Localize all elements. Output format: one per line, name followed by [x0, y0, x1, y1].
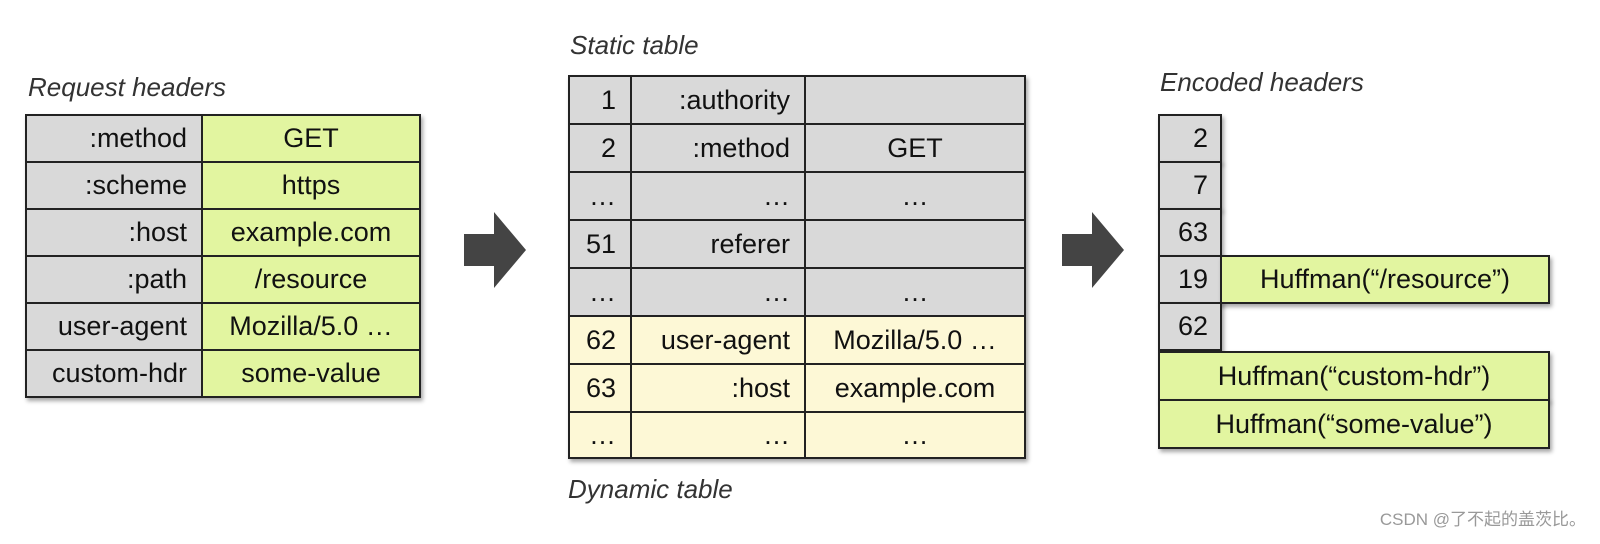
table-value: … [806, 413, 1024, 457]
table-index: 1 [570, 77, 632, 125]
static-table-row: 51 referer [570, 221, 1024, 269]
header-value: Mozilla/5.0 … [203, 304, 419, 351]
request-headers-table: :method GET :scheme https :host example.… [25, 114, 421, 398]
header-name: custom-hdr [27, 351, 203, 396]
header-table: 1 :authority 2 :method GET … … … 51 refe… [568, 75, 1026, 459]
request-row: :scheme https [27, 163, 419, 210]
table-value [806, 77, 1024, 125]
watermark: CSDN @了不起的盖茨比。 [1379, 510, 1586, 529]
header-name: user-agent [27, 304, 203, 351]
table-name: … [632, 173, 806, 221]
table-value [806, 221, 1024, 269]
table-value: … [806, 173, 1024, 221]
right-arrow-icon [464, 212, 526, 288]
table-name: … [632, 269, 806, 317]
encoded-huffman-name: Huffman(“custom-hdr”) [1158, 351, 1550, 401]
header-value: https [203, 163, 419, 210]
table-index: … [570, 173, 632, 221]
table-index: … [570, 269, 632, 317]
table-index: 63 [570, 365, 632, 413]
header-name: :scheme [27, 163, 203, 210]
encoded-index: 19 [1158, 255, 1222, 304]
header-value: /resource [203, 257, 419, 304]
table-value: GET [806, 125, 1024, 173]
dynamic-table-row: … … … [570, 413, 1024, 457]
request-row: custom-hdr some-value [27, 351, 419, 396]
static-table-caption: Static table [570, 30, 699, 60]
encoded-headers-caption: Encoded headers [1160, 67, 1364, 97]
encoded-huffman-path: Huffman(“/resource”) [1220, 255, 1550, 304]
encoded-index: 2 [1158, 114, 1222, 163]
dynamic-table-caption: Dynamic table [568, 474, 733, 504]
encoded-index: 7 [1158, 161, 1222, 210]
table-name: … [632, 413, 806, 457]
static-table-row: … … … [570, 173, 1024, 221]
dynamic-table-row: 63 :host example.com [570, 365, 1024, 413]
table-value: Mozilla/5.0 … [806, 317, 1024, 365]
header-name: :method [27, 116, 203, 163]
table-value: example.com [806, 365, 1024, 413]
header-value: some-value [203, 351, 419, 396]
header-value: GET [203, 116, 419, 163]
table-index: 51 [570, 221, 632, 269]
encoded-huffman-value: Huffman(“some-value”) [1158, 399, 1550, 449]
request-row: user-agent Mozilla/5.0 … [27, 304, 419, 351]
table-index: … [570, 413, 632, 457]
request-row: :method GET [27, 116, 419, 163]
right-arrow-icon [1062, 212, 1124, 288]
table-name: user-agent [632, 317, 806, 365]
table-name: :host [632, 365, 806, 413]
header-name: :host [27, 210, 203, 257]
encoded-index: 63 [1158, 208, 1222, 257]
table-name: :method [632, 125, 806, 173]
static-table-row: 2 :method GET [570, 125, 1024, 173]
table-name: referer [632, 221, 806, 269]
static-table-row: 1 :authority [570, 77, 1024, 125]
table-index: 62 [570, 317, 632, 365]
request-headers-caption: Request headers [28, 72, 227, 102]
request-row: :host example.com [27, 210, 419, 257]
dynamic-table-row: 62 user-agent Mozilla/5.0 … [570, 317, 1024, 365]
header-value: example.com [203, 210, 419, 257]
table-index: 2 [570, 125, 632, 173]
header-name: :path [27, 257, 203, 304]
table-name: :authority [632, 77, 806, 125]
encoded-index: 62 [1158, 302, 1222, 351]
request-row: :path /resource [27, 257, 419, 304]
static-table-row: … … … [570, 269, 1024, 317]
table-value: … [806, 269, 1024, 317]
